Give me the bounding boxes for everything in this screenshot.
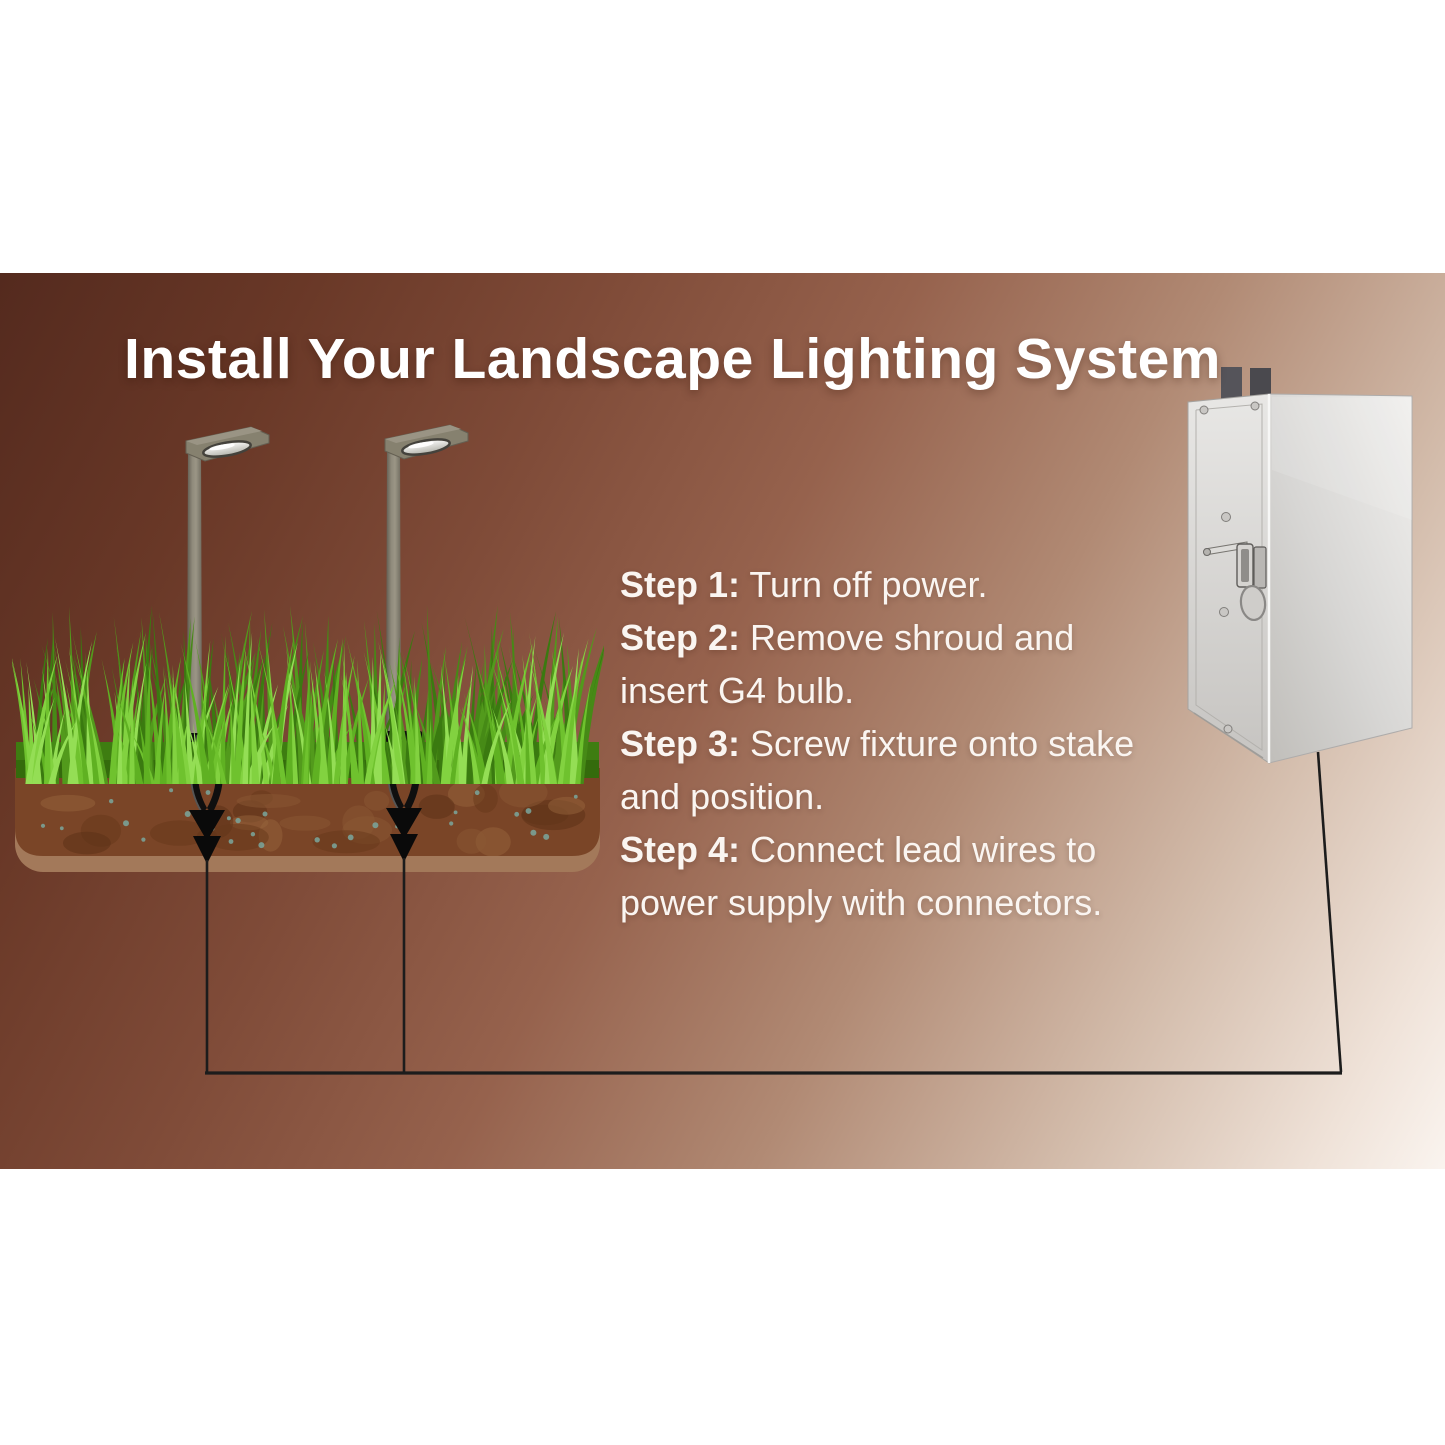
step-line: Step 2: Remove shroud and: [620, 617, 1075, 658]
grass-illustration: [12, 604, 604, 784]
lead-wires: [205, 751, 1343, 1075]
power-supply-wire: [1316, 751, 1343, 1073]
step-line: and position.: [620, 776, 825, 817]
box-knockout: [1239, 584, 1267, 622]
step-line: Step 1: Turn off power.: [620, 564, 988, 605]
step-line: power supply with connectors.: [620, 882, 1103, 923]
step-line: insert G4 bulb.: [620, 670, 855, 711]
page-title: Install Your Landscape Lighting System: [124, 327, 1221, 391]
box-screws: [1199, 401, 1260, 734]
installation-steps: Step 1: Turn off power. Step 2: Remove s…: [620, 558, 1180, 929]
soil-cross-section: [15, 768, 600, 872]
mounting-tab-1: [1221, 367, 1242, 399]
mounting-tab-2: [1250, 368, 1271, 398]
step-line: Step 3: Screw fixture onto stake: [620, 723, 1135, 764]
box-latch: [1203, 541, 1267, 589]
step-line: Step 4: Connect lead wires to: [620, 829, 1097, 870]
soil-texture: [40, 777, 586, 856]
power-supply-box: [1187, 367, 1413, 764]
